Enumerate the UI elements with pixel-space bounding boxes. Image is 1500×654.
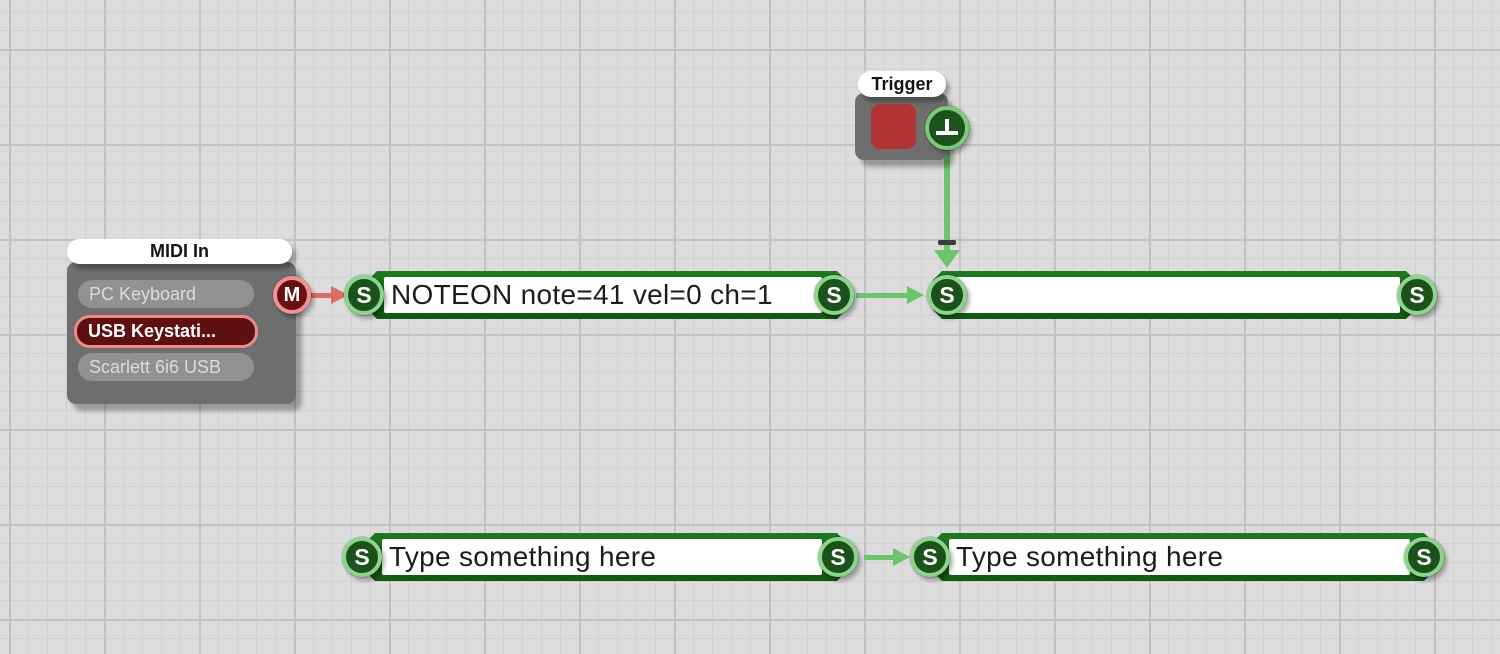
midi-device-label: Scarlett 6i6 USB bbox=[89, 356, 222, 377]
wire-arrowhead-down-icon bbox=[934, 250, 960, 268]
midi-device-label: USB Keystati... bbox=[88, 321, 217, 341]
display-input-port[interactable]: S bbox=[927, 275, 967, 315]
trigger-port-icon bbox=[936, 119, 958, 137]
wire-segment bbox=[308, 293, 332, 298]
midi-in-node-title: MIDI In bbox=[150, 241, 209, 261]
noteon-output-port[interactable]: S bbox=[814, 275, 854, 315]
string-port-letter: S bbox=[830, 543, 846, 570]
wire-segment bbox=[944, 147, 950, 251]
wire-segment bbox=[864, 555, 894, 560]
string-text: Type something here bbox=[956, 541, 1224, 572]
string-port-letter: S bbox=[1409, 281, 1425, 308]
trigger-node-header[interactable]: Trigger bbox=[858, 71, 946, 97]
input-right-input-port[interactable]: S bbox=[910, 537, 950, 577]
string-text: NOTEON note=41 vel=0 ch=1 bbox=[391, 279, 773, 310]
midi-in-node-header[interactable]: MIDI In bbox=[67, 239, 292, 264]
string-port-letter: S bbox=[356, 281, 372, 308]
input-right-output-port[interactable]: S bbox=[1404, 537, 1444, 577]
wire-arrowhead-right-icon bbox=[331, 286, 348, 304]
string-port-letter: S bbox=[939, 281, 955, 308]
string-value-input-right[interactable]: Type something here bbox=[949, 539, 1410, 575]
wire-segment bbox=[856, 293, 908, 298]
trigger-output-port[interactable] bbox=[925, 106, 969, 150]
midi-device-usb-keystation[interactable]: USB Keystati... bbox=[74, 315, 258, 348]
input-left-output-port[interactable]: S bbox=[818, 537, 858, 577]
string-port-letter: S bbox=[354, 543, 370, 570]
string-value-input-left[interactable]: Type something here bbox=[382, 539, 822, 575]
wire-junction-marker bbox=[938, 240, 956, 245]
midi-device-label: PC Keyboard bbox=[89, 283, 197, 304]
string-text: Type something here bbox=[389, 541, 657, 572]
string-value-display[interactable] bbox=[949, 277, 1400, 313]
midi-port-letter: M bbox=[283, 283, 301, 306]
string-port-letter: S bbox=[922, 543, 938, 570]
wire-arrowhead-right-icon bbox=[893, 548, 910, 566]
string-port-letter: S bbox=[1416, 543, 1432, 570]
input-left-input-port[interactable]: S bbox=[342, 537, 382, 577]
trigger-button[interactable] bbox=[871, 104, 916, 149]
noteon-input-port[interactable]: S bbox=[344, 275, 384, 315]
midi-device-pc-keyboard[interactable]: PC Keyboard bbox=[78, 280, 254, 308]
midi-output-port[interactable]: M bbox=[273, 276, 311, 314]
trigger-node-title: Trigger bbox=[871, 73, 933, 94]
string-port-letter: S bbox=[826, 281, 842, 308]
wire-arrowhead-right-icon bbox=[907, 286, 924, 304]
display-output-port[interactable]: S bbox=[1397, 275, 1437, 315]
string-value-noteon[interactable]: NOTEON note=41 vel=0 ch=1 bbox=[384, 277, 822, 313]
midi-device-scarlett[interactable]: Scarlett 6i6 USB bbox=[78, 353, 254, 381]
